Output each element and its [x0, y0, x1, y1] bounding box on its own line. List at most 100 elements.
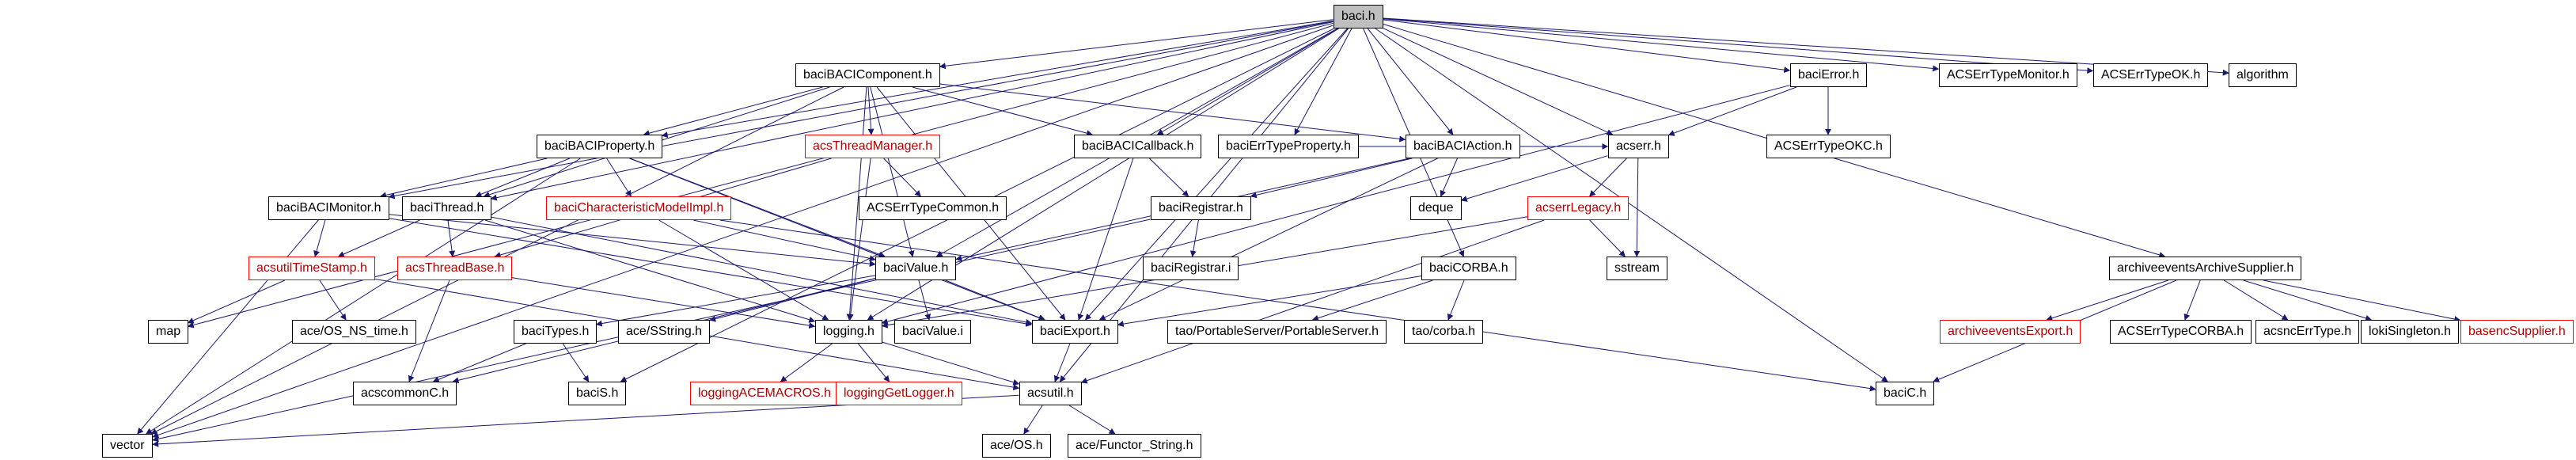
node-bacis-h[interactable]: baciS.h [568, 382, 627, 405]
node-algorithm[interactable]: algorithm [2229, 63, 2297, 87]
node-logging-h[interactable]: logging.h [815, 320, 882, 344]
node-ace-os-h[interactable]: ace/OS.h [982, 434, 1051, 458]
node-acsthreadbase-h[interactable]: acsThreadBase.h [397, 257, 513, 280]
include-edge [939, 19, 1334, 70]
include-edge [1084, 28, 1348, 321]
node-bacicharacteristicmodelimpl-h[interactable]: baciCharacteristicModelImpl.h [546, 196, 732, 220]
include-edge [883, 158, 921, 197]
include-edge [1068, 405, 1116, 435]
node-bacierrtypeproperty-h[interactable]: baciErrTypeProperty.h [1218, 135, 1359, 158]
node-bacithread-h[interactable]: baciThread.h [402, 196, 492, 220]
node-acserrtypecorba-h[interactable]: ACSErrTypeCORBA.h [2110, 320, 2252, 344]
include-edge [709, 278, 876, 322]
include-edge [1098, 158, 1438, 321]
include-edge [1023, 405, 1043, 435]
node-acsthreadmanager-h[interactable]: acsThreadManager.h [805, 135, 941, 158]
include-edge [1294, 28, 1352, 135]
node-sstream[interactable]: sstream [1607, 257, 1667, 280]
include-edge [511, 277, 816, 329]
include-edge [846, 86, 867, 321]
include-edge [1383, 19, 1791, 74]
include-edge [867, 86, 874, 135]
include-edge [447, 219, 456, 257]
include-edge [857, 343, 890, 382]
include-edge [1189, 219, 1199, 257]
include-edge [1053, 343, 1071, 382]
include-edge [491, 216, 1033, 325]
include-edge [945, 279, 1046, 321]
include-edge [484, 219, 816, 323]
node-acserrlegacy-h[interactable]: acserrLegacy.h [1527, 196, 1629, 220]
include-edge [658, 219, 829, 321]
node-bacibaciproperty-h[interactable]: baciBACIProperty.h [537, 135, 663, 158]
include-edge [1633, 158, 1641, 257]
node-bacivalue-i[interactable]: baciValue.i [894, 320, 972, 344]
include-edge [780, 343, 833, 382]
node-map[interactable]: map [148, 320, 189, 344]
node-bacivalue-h[interactable]: baciValue.h [875, 257, 957, 280]
include-edge [337, 219, 420, 257]
node-bacic-h[interactable]: baciC.h [1876, 382, 1935, 405]
include-edge [1077, 158, 1134, 321]
include-edge [1589, 158, 1627, 197]
node-tao-portableserver-portableserver-h[interactable]: tao/PortableServer/PortableServer.h [1167, 320, 1387, 344]
include-edge [388, 21, 1334, 200]
include-edge [187, 279, 286, 324]
node-ace-functor-string-h[interactable]: ace/Functor_String.h [1068, 434, 1201, 458]
include-edge [719, 219, 1876, 392]
include-edge [1250, 158, 1413, 199]
include-edge [939, 83, 1406, 143]
include-edge [475, 158, 571, 198]
node-acserrtypecommon-h[interactable]: ACSErrTypeCommon.h [859, 196, 1007, 220]
node-baciregistrar-h[interactable]: baciRegistrar.h [1151, 196, 1251, 220]
include-edge [629, 158, 1045, 321]
node-baci-h[interactable]: baci.h [1334, 5, 1383, 29]
node-acserrtypeok-h[interactable]: ACSErrTypeOK.h [2093, 63, 2209, 87]
node-acserrtypemonitor-h[interactable]: ACSErrTypeMonitor.h [1939, 63, 2077, 87]
node-bacierror-h[interactable]: baciError.h [1790, 63, 1868, 87]
node-acsutiltimestamp-h[interactable]: acsutilTimeStamp.h [248, 257, 375, 280]
node-bacicorba-h[interactable]: baciCORBA.h [1421, 257, 1516, 280]
node-lokisingleton-h[interactable]: lokiSingleton.h [2361, 320, 2460, 344]
include-edge [1440, 158, 1458, 197]
node-bacibacimonitor-h[interactable]: baciBACIMonitor.h [268, 196, 389, 220]
include-edge [380, 158, 548, 199]
include-edge [1460, 155, 1608, 202]
include-edge [692, 219, 876, 262]
node-acserr-h[interactable]: acserr.h [1608, 135, 1669, 158]
node-vector[interactable]: vector [102, 434, 153, 458]
include-edge [870, 86, 915, 257]
node-logginggetlogger-h[interactable]: loggingGetLogger.h [836, 382, 962, 405]
node-acserrtypeokc-h[interactable]: ACSErrTypeOKC.h [1766, 135, 1891, 158]
include-edge [661, 20, 1334, 139]
node-bacitypes-h[interactable]: baciTypes.h [514, 320, 598, 344]
node-acsutil-h[interactable]: acsutil.h [1019, 382, 1082, 405]
node-archiveeventsexport-h[interactable]: archiveeventsExport.h [1940, 320, 2081, 344]
node-baciexport-h[interactable]: baciExport.h [1032, 320, 1118, 344]
include-edge [432, 343, 526, 382]
node-bacibacicomponent-h[interactable]: baciBACIComponent.h [795, 63, 940, 87]
node-bacibacicallback-h[interactable]: baciBACICallback.h [1074, 135, 1202, 158]
node-baciregistrar-i[interactable]: baciRegistrar.i [1143, 257, 1239, 280]
node-ace-os-ns-time-h[interactable]: ace/OS_NS_time.h [292, 320, 416, 344]
include-edge [562, 343, 590, 382]
node-bacibaciaction-h[interactable]: baciBACIAction.h [1406, 135, 1520, 158]
include-edge [1447, 279, 1465, 321]
include-edge [2046, 279, 2169, 321]
include-edge [1149, 158, 1189, 197]
include-edge [1117, 276, 1422, 328]
node-acscommonc-h[interactable]: acscommonC.h [353, 382, 457, 405]
node-tao-corba-h[interactable]: tao/corba.h [1404, 320, 1484, 344]
node-ace-sstring-h[interactable]: ace/SString.h [618, 320, 711, 344]
node-loggingacemacros-h[interactable]: loggingACEMACROS.h [690, 382, 840, 405]
include-edge [1383, 28, 1614, 135]
node-acsncerrtype-h[interactable]: acsncErrType.h [2255, 320, 2360, 344]
include-edge [2263, 279, 2461, 322]
node-deque[interactable]: deque [1410, 196, 1462, 220]
node-basencsupplier-h[interactable]: basencSupplier.h [2460, 320, 2574, 344]
include-edge [187, 22, 1334, 329]
include-edge [137, 219, 319, 435]
node-archiveeventsarchivesupplier-h[interactable]: archiveeventsArchiveSupplier.h [2109, 257, 2302, 280]
include-edge [595, 275, 876, 327]
include-edge [882, 341, 1020, 386]
